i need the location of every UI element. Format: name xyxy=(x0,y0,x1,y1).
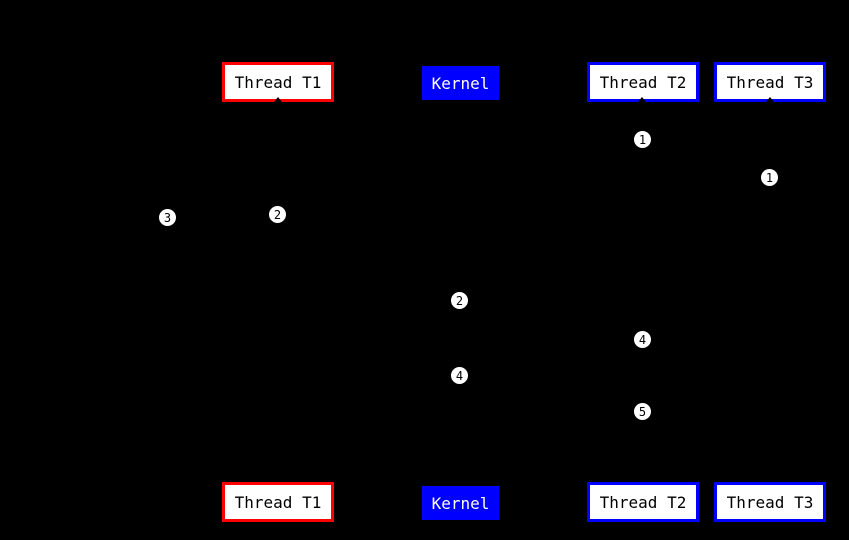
lifeline-foot-kernel: Kernel xyxy=(422,486,499,520)
sequence-step-badge: 4 xyxy=(633,330,652,349)
lifeline-foot-thread-t1: Thread T1 xyxy=(222,482,334,522)
lifeline-foot-thread-t3: Thread T3 xyxy=(714,482,826,522)
sequence-step-badge: 4 xyxy=(450,366,469,385)
lifeline-tick-top-t1 xyxy=(274,97,282,102)
lifeline-head-kernel: Kernel xyxy=(422,66,499,100)
sequence-step-badge: 2 xyxy=(268,205,287,224)
sequence-step-badge: 1 xyxy=(633,130,652,149)
lifeline-head-thread-t2: Thread T2 xyxy=(587,62,699,102)
sequence-step-badge: 2 xyxy=(450,291,469,310)
lifeline-head-thread-t3: Thread T3 xyxy=(714,62,826,102)
lifeline-tick-top-t2 xyxy=(638,97,646,102)
lifeline-foot-thread-t2: Thread T2 xyxy=(587,482,699,522)
lifeline-tick-top-t3 xyxy=(766,97,774,102)
sequence-step-badge: 3 xyxy=(158,208,177,227)
lifeline-head-thread-t1: Thread T1 xyxy=(222,62,334,102)
sequence-step-badge: 1 xyxy=(760,168,779,187)
sequence-step-badge: 5 xyxy=(633,402,652,421)
